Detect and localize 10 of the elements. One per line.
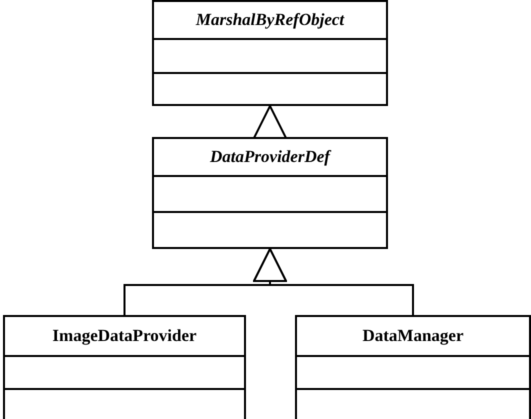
class-name: MarshalByRefObject — [196, 10, 344, 30]
class-box — [152, 137, 388, 249]
inheritance-arrow — [253, 105, 287, 139]
class-box — [295, 315, 531, 419]
class-name: ImageDataProvider — [52, 326, 197, 346]
class-name: DataManager — [362, 326, 464, 346]
class-box — [152, 0, 388, 106]
inheritance-arrow — [253, 248, 414, 315]
class-name: DataProviderDef — [210, 147, 330, 167]
class-box — [3, 315, 246, 419]
